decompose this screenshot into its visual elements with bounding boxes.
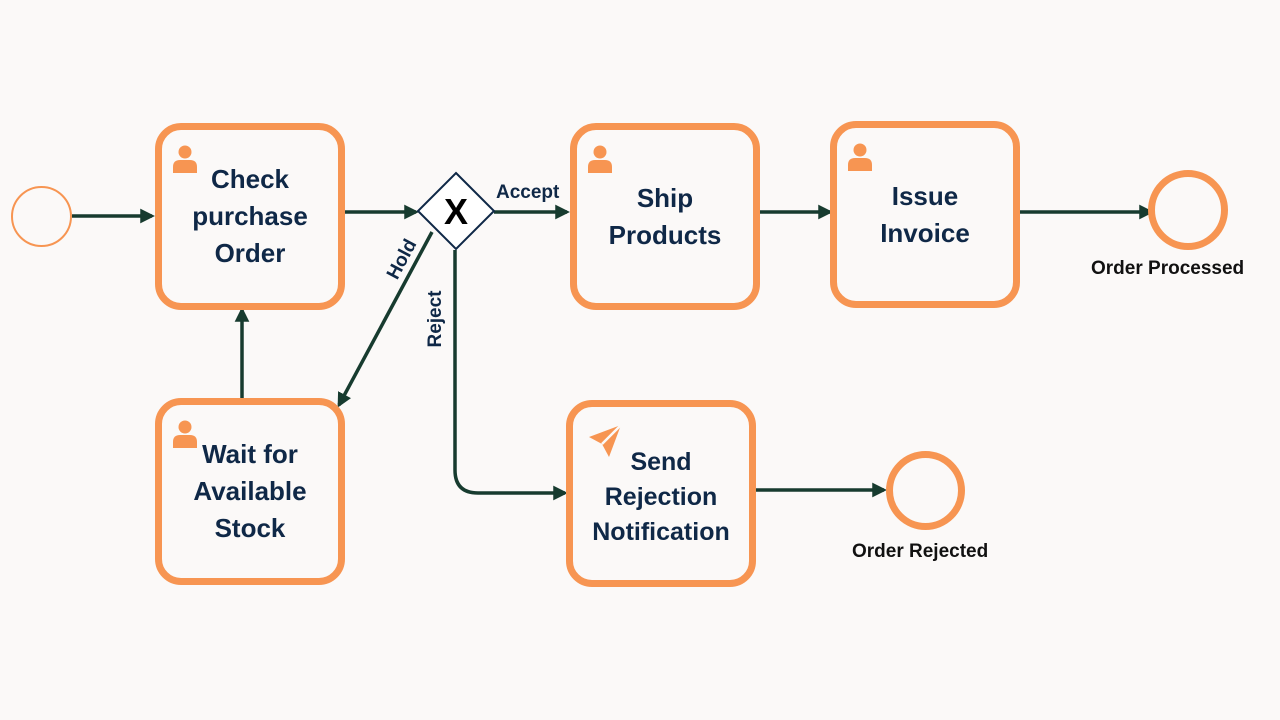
end-event-label-processed: Order Processed xyxy=(1091,258,1245,279)
task-wait-for-available-stock[interactable]: Wait for Available Stock xyxy=(155,398,345,585)
user-icon xyxy=(848,143,872,171)
user-icon xyxy=(173,420,197,448)
task-label: Wait for Available Stock xyxy=(193,439,307,543)
start-event xyxy=(11,186,72,247)
flow-hold xyxy=(337,231,434,408)
task-send-rejection-notification[interactable]: Send Rejection Notification xyxy=(566,400,756,587)
task-label: Ship Products xyxy=(608,182,722,250)
end-event-rejected xyxy=(886,451,965,530)
task-check-purchase-order[interactable]: Check purchase Order xyxy=(155,123,345,310)
exclusive-gateway: X xyxy=(416,171,496,251)
send-icon xyxy=(589,424,622,457)
task-ship-products[interactable]: Ship Products xyxy=(570,123,760,310)
task-label: Issue Invoice xyxy=(880,180,970,248)
user-icon xyxy=(173,145,197,173)
flow-reject xyxy=(453,250,568,501)
gateway-mark: X xyxy=(444,191,468,232)
task-issue-invoice[interactable]: Issue Invoice xyxy=(830,121,1020,308)
task-label: Check purchase Order xyxy=(192,164,308,268)
user-icon xyxy=(588,145,612,173)
flow-label-accept: Accept xyxy=(496,182,560,203)
flow-label-reject: Reject xyxy=(425,290,446,348)
task-label: Send Rejection Notification xyxy=(592,448,730,546)
end-event-label-rejected: Order Rejected xyxy=(852,541,989,562)
end-event-processed xyxy=(1148,170,1228,250)
